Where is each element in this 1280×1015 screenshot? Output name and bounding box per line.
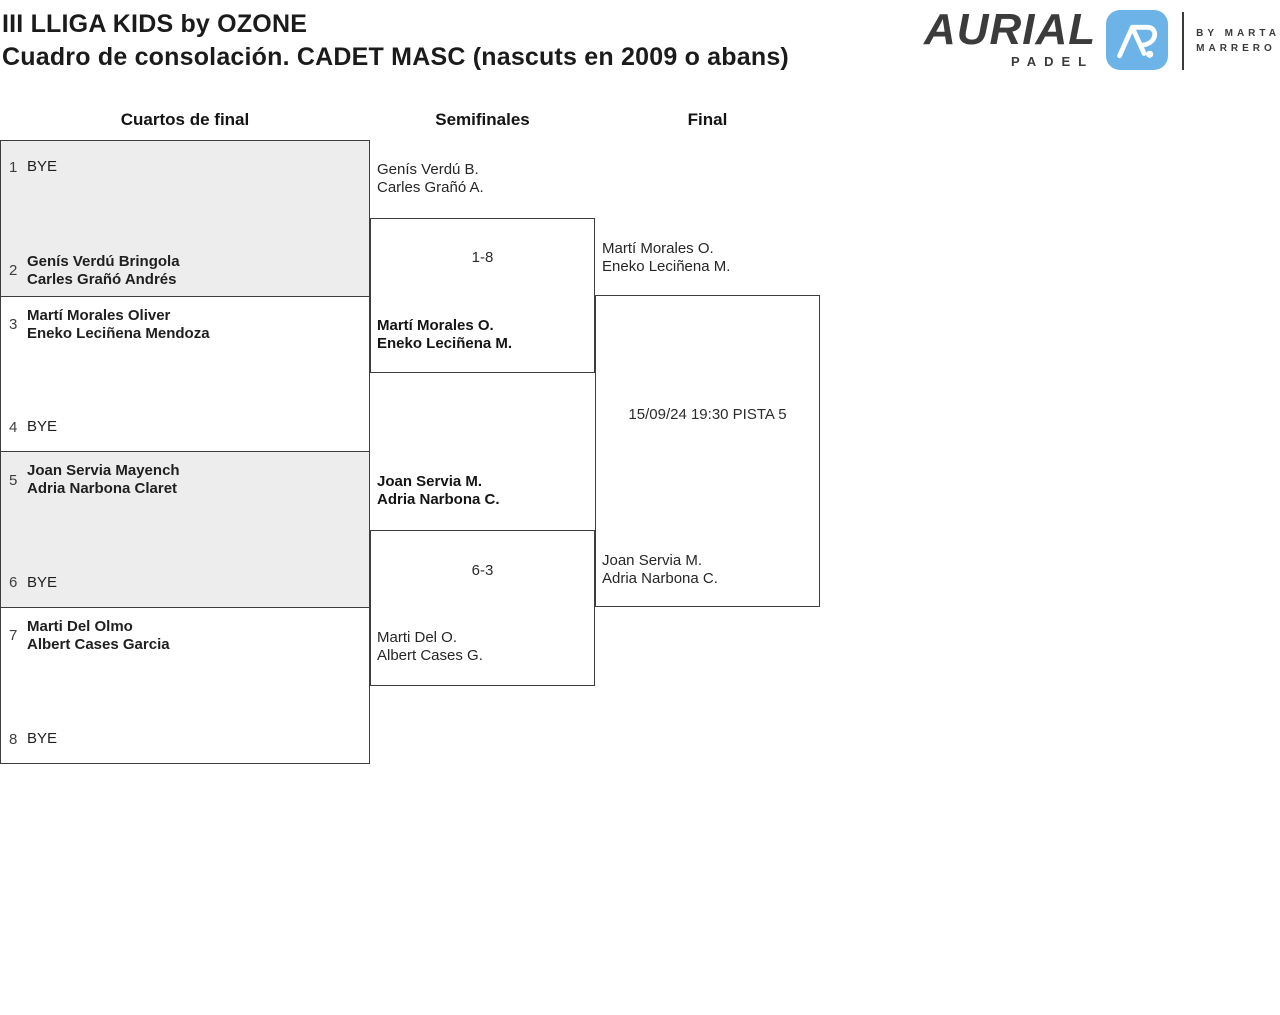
player-1-name: Martí Morales O. [377, 317, 494, 334]
player-1-name: Martí Morales Oliver [27, 306, 171, 324]
logo-byline: BY MARTA MARRERO [1196, 8, 1280, 56]
byline-line-2: MARRERO [1196, 43, 1276, 54]
page-subtitle: Cuadro de consolación. CADET MASC (nascu… [2, 43, 789, 71]
sf2-match-score: 6-3 [471, 562, 494, 579]
bracket-slot-5: 5 Joan Servia Mayench Adria Narbona Clar… [9, 462, 180, 498]
team-name: Marti Del Olmo Albert Cases Garcia [27, 618, 170, 654]
player-2-name: Albert Cases G. [377, 647, 483, 664]
seed-number: 4 [9, 418, 18, 436]
bye-label: BYE [27, 573, 58, 591]
seed-number: 1 [9, 158, 18, 176]
seed-number: 3 [9, 316, 18, 333]
brand-sub-wordmark: PADEL [1011, 54, 1095, 69]
final-team-bottom: Joan Servia M. Adria Narbona C. [602, 552, 718, 588]
round-header-quarterfinals: Cuartos de final [120, 110, 250, 129]
player-2-name: Adria Narbona Claret [27, 480, 178, 497]
player-2-name: Albert Cases Garcia [27, 635, 170, 653]
final-box [595, 295, 820, 607]
qf-match-4: 7 Marti Del Olmo Albert Cases Garcia 8 B… [1, 608, 369, 764]
qf-match-2: 3 Martí Morales Oliver Eneko Leciñena Me… [1, 297, 369, 452]
semifinal-2-box [370, 530, 595, 686]
round-header-semifinals: Semifinales [435, 110, 530, 129]
brand-wordmark: AURIAL [923, 5, 1097, 54]
player-2-name: Carles Grañó Andrés [27, 270, 177, 288]
player-1-name: Joan Servia M. [602, 552, 703, 569]
player-2-name: Adria Narbona C. [377, 491, 500, 508]
player-2-name: Adria Narbona C. [602, 570, 718, 587]
bye-label: BYE [27, 730, 58, 747]
player-1-name: Joan Servia M. [377, 473, 483, 490]
quarterfinals-column: 1 BYE 2 Genís Verdú Bringola Carles Grañ… [0, 140, 370, 764]
final-match-schedule: 15/09/24 19:30 PISTA 5 [628, 406, 787, 423]
bracket-slot-7: 7 Marti Del Olmo Albert Cases Garcia [9, 618, 170, 654]
seed-number: 8 [9, 730, 18, 748]
bracket-slot-2: 2 Genís Verdú Bringola Carles Grañó Andr… [9, 253, 180, 289]
bracket-slot-8: 8 BYE [9, 730, 57, 748]
byline-line-1: BY MARTA [1196, 28, 1280, 39]
player-1-name: Marti Del O. [377, 629, 458, 646]
seed-number: 5 [9, 471, 18, 489]
player-2-name: Carles Grañó A. [377, 179, 484, 196]
qf-match-1: 1 BYE 2 Genís Verdú Bringola Carles Grañ… [1, 141, 369, 297]
aurial-padel-logo: AURIAL PADEL BY MARTA MARRERO [924, 8, 1280, 70]
bracket-slot-6: 6 BYE [9, 574, 57, 592]
semifinal-1-box [370, 218, 595, 373]
player-1-name: Marti Del Olmo [27, 617, 133, 635]
team-name: Joan Servia Mayench Adria Narbona Claret [27, 462, 180, 498]
aurial-monogram-icon [1106, 10, 1169, 70]
sf2-team-bottom: Marti Del O. Albert Cases G. [377, 629, 483, 665]
seed-number: 6 [9, 574, 18, 591]
sf1-team-top: Genís Verdú B. Carles Grañó A. [377, 161, 484, 197]
sf1-team-bottom-winner: Martí Morales O. Eneko Leciñena M. [377, 317, 512, 353]
round-header-final: Final [687, 110, 728, 129]
team-name: Genís Verdú Bringola Carles Grañó Andrés [27, 253, 180, 289]
final-team-top: Martí Morales O. Eneko Leciñena M. [602, 240, 730, 276]
seed-number: 7 [9, 627, 18, 644]
player-1-name: Genís Verdú B. [377, 161, 479, 178]
brand-text: AURIAL PADEL [923, 5, 1097, 70]
seed-number: 2 [9, 262, 18, 279]
bye-label: BYE [27, 158, 58, 175]
player-2-name: Eneko Leciñena M. [377, 335, 513, 352]
player-1-name: Genís Verdú Bringola [27, 252, 180, 270]
page-title: III LLIGA KIDS by OZONE [2, 10, 308, 38]
bracket-slot-4: 4 BYE [9, 418, 57, 436]
bracket-slot-1: 1 BYE [9, 158, 57, 176]
sf1-match-score: 1-8 [471, 249, 494, 266]
team-name: Martí Morales Oliver Eneko Leciñena Mend… [27, 307, 210, 343]
qf-match-3: 5 Joan Servia Mayench Adria Narbona Clar… [1, 452, 369, 608]
bye-label: BYE [27, 418, 58, 435]
player-1-name: Joan Servia Mayench [27, 462, 180, 479]
sf2-team-top-winner: Joan Servia M. Adria Narbona C. [377, 473, 500, 509]
bracket-slot-3: 3 Martí Morales Oliver Eneko Leciñena Me… [9, 307, 210, 343]
player-2-name: Eneko Leciñena Mendoza [27, 324, 210, 342]
player-2-name: Eneko Leciñena M. [602, 258, 731, 275]
player-1-name: Martí Morales O. [602, 240, 714, 257]
logo-divider [1182, 12, 1185, 70]
